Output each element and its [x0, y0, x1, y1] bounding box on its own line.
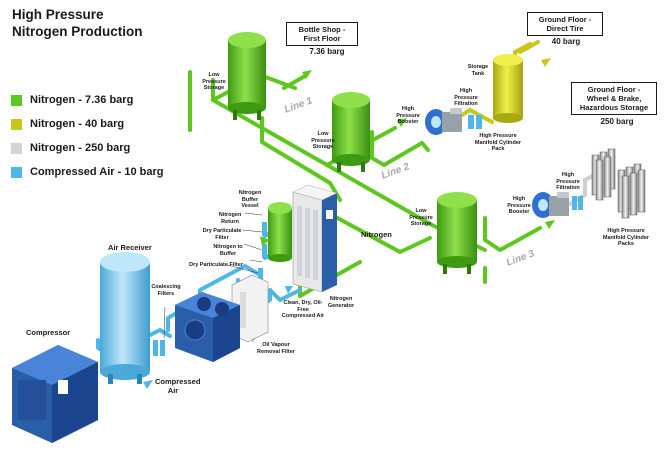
- legend-label: Nitrogen - 7.36 barg: [30, 94, 134, 106]
- label-nitrogen-buffer-vessel: Nitrogen Buffer Vessel: [238, 190, 262, 209]
- label-coalescing-filters: Coalescing Filters: [151, 284, 181, 297]
- wheel-line-2: Wheel & Brake,: [586, 94, 642, 103]
- legend-item-nitrogen-250: Nitrogen - 250 barg: [11, 138, 163, 158]
- bottle-shop-line-2: First Floor: [303, 34, 341, 43]
- legend-item-compressed-air: Compressed Air - 10 barg: [11, 162, 163, 182]
- bottle-shop-box: Bottle Shop - First Floor: [286, 22, 358, 46]
- hp-manifold-cylinder-pack: [591, 148, 616, 201]
- label-nitrogen: Nitrogen: [361, 230, 392, 239]
- legend-item-nitrogen-7-36: Nitrogen - 7.36 barg: [11, 90, 163, 110]
- nitrogen-generator-unit: [292, 184, 338, 293]
- filters: [153, 116, 469, 356]
- label-hp-filtration-2: High Pressure Filtration: [556, 172, 580, 191]
- legend-label: Compressed Air - 10 barg: [30, 166, 164, 178]
- label-compressor: Compressor: [26, 328, 71, 337]
- label-hp-manifold: High Pressure Manifold Cylinder Pack: [474, 133, 522, 152]
- label-nitrogen-return: Nitrogen Return: [218, 212, 242, 225]
- label-nitrogen-generator: Nitrogen Generator: [327, 296, 355, 309]
- ground-floor-wheel-box: Ground Floor - Wheel & Brake, Hazardous …: [571, 82, 657, 115]
- low-pressure-storage-tank-3: [437, 192, 477, 274]
- bottle-shop-pressure: 7.36 barg: [309, 47, 345, 56]
- high-pressure-booster-2: [532, 192, 583, 218]
- title-line-2: Nitrogen Production: [12, 24, 143, 39]
- label-low-pressure-storage-2: Low Pressure Storage: [311, 131, 335, 150]
- legend-swatch: [11, 166, 22, 178]
- tire-line-2: Direct Tire: [546, 24, 584, 33]
- ground-floor-tire-box: Ground Floor - Direct Tire: [527, 12, 603, 36]
- label-low-pressure-storage-1: Low Pressure Storage: [202, 72, 226, 91]
- label-dry-particulate-filter-1: Dry Particulate Filter: [202, 228, 242, 241]
- low-pressure-storage-tank-2: [332, 92, 370, 172]
- compressor-unit: [12, 345, 98, 443]
- label-hp-manifold-packs: High Pressure Manifold Cylinder Packs: [602, 228, 650, 247]
- storage-tank-yellow: [493, 54, 523, 123]
- label-storage-tank: Storage Tank: [467, 64, 489, 77]
- wheel-line-3: Hazardous Storage: [579, 103, 649, 112]
- legend-swatch: [11, 142, 22, 154]
- refrigerant-dryer: [175, 292, 240, 362]
- label-oil-vapour: Oil Vapour Removal Filter: [257, 342, 295, 355]
- label-nitrogen-to-buffer: Nitrogen to Buffer: [213, 244, 243, 257]
- label-hp-booster-2: High Pressure Booster: [507, 196, 531, 215]
- label-clean-air: Clean, Dry, Oil-Free Compressed Air: [281, 300, 325, 319]
- tire-line-1: Ground Floor -: [538, 15, 592, 24]
- legend-label: Nitrogen - 40 barg: [30, 118, 125, 130]
- label-compressed-air: Compressed Air: [155, 377, 201, 395]
- legend: Nitrogen - 7.36 barg Nitrogen - 40 barg …: [11, 90, 163, 186]
- wheel-line-1: Ground Floor -: [587, 85, 641, 94]
- label-hp-booster-1: High Pressure Booster: [396, 106, 420, 125]
- legend-label: Nitrogen - 250 barg: [30, 142, 131, 154]
- legend-item-nitrogen-40: Nitrogen - 40 barg: [11, 114, 163, 134]
- label-dry-particulate-filter-2: Dry Particulate Filter: [189, 262, 243, 268]
- ground-floor-wheel-pressure: 250 barg: [600, 117, 634, 126]
- label-air-receiver: Air Receiver: [108, 243, 152, 252]
- label-hp-filtration-1: High Pressure Filtration: [454, 88, 478, 107]
- hp-manifold-cylinder-packs: [617, 163, 646, 219]
- ground-floor-tire-pressure: 40 barg: [551, 37, 581, 46]
- legend-swatch: [11, 94, 22, 106]
- high-pressure-booster-1: [425, 108, 482, 135]
- flow-arrows: [143, 58, 555, 389]
- leader-lines: [163, 212, 263, 343]
- title-line-1: High Pressure: [12, 7, 104, 22]
- low-pressure-storage-tank-1: [228, 32, 266, 120]
- nitrogen-buffer-vessel: [268, 202, 292, 262]
- bottle-shop-line-1: Bottle Shop -: [298, 25, 346, 34]
- legend-swatch: [11, 118, 22, 130]
- air-receiver-tank: [100, 252, 150, 384]
- page-title: High Pressure Nitrogen Production: [12, 6, 143, 40]
- label-low-pressure-storage-3: Low Pressure Storage: [409, 208, 433, 227]
